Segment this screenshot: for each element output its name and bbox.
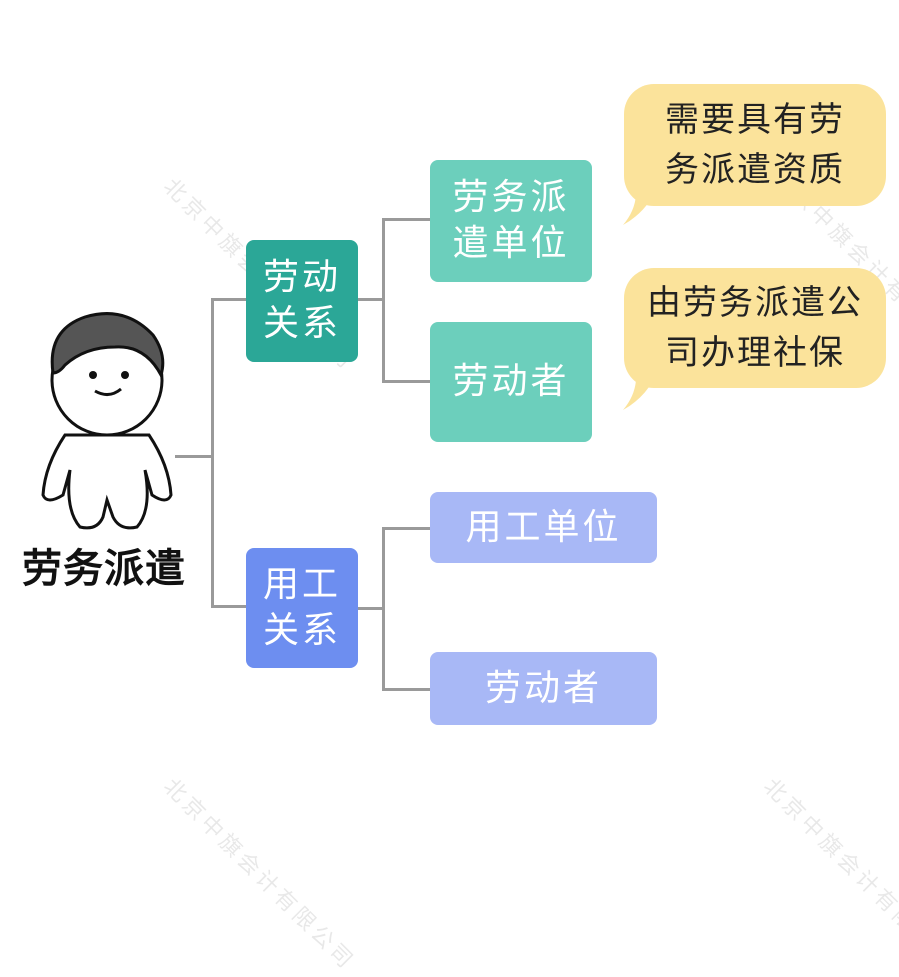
connector	[358, 298, 384, 301]
connector	[211, 298, 247, 301]
connector	[382, 527, 430, 530]
connector	[382, 380, 430, 383]
connector	[382, 218, 385, 382]
connector	[211, 298, 214, 608]
node-labor-relation: 劳动 关系	[246, 240, 358, 362]
note-dispatch-qualification: 需要具有劳 务派遣资质	[624, 84, 886, 206]
node-label: 用工 关系	[262, 564, 341, 651]
connector	[382, 527, 385, 690]
cartoon-character-illustration	[41, 312, 173, 530]
note-social-insurance: 由劳务派遣公 司办理社保	[624, 268, 886, 388]
node-worker: 劳动者	[430, 322, 592, 442]
connector	[175, 455, 213, 458]
node-label: 劳动者	[452, 361, 570, 402]
connector	[382, 218, 430, 221]
node-worker: 劳动者	[430, 652, 657, 725]
watermark: 北京中旗会计有限公司	[158, 774, 360, 976]
node-employment-relation: 用工 关系	[246, 548, 358, 668]
connector	[211, 605, 247, 608]
diagram-title: 劳务派遣	[22, 546, 186, 592]
connector	[358, 607, 384, 610]
connector	[382, 688, 430, 691]
node-employer-unit: 用工单位	[430, 492, 657, 563]
node-label: 用工单位	[465, 506, 622, 548]
watermark: 北京中旗会计有限公司	[758, 774, 899, 976]
note-text: 需要具有劳 务派遣资质	[665, 100, 845, 190]
node-label: 劳动 关系	[262, 257, 341, 344]
note-text: 由劳务派遣公 司办理社保	[647, 283, 863, 373]
node-dispatch-unit: 劳务派 遣单位	[430, 160, 592, 282]
node-label: 劳动者	[484, 667, 602, 709]
node-label: 劳务派 遣单位	[452, 177, 570, 264]
